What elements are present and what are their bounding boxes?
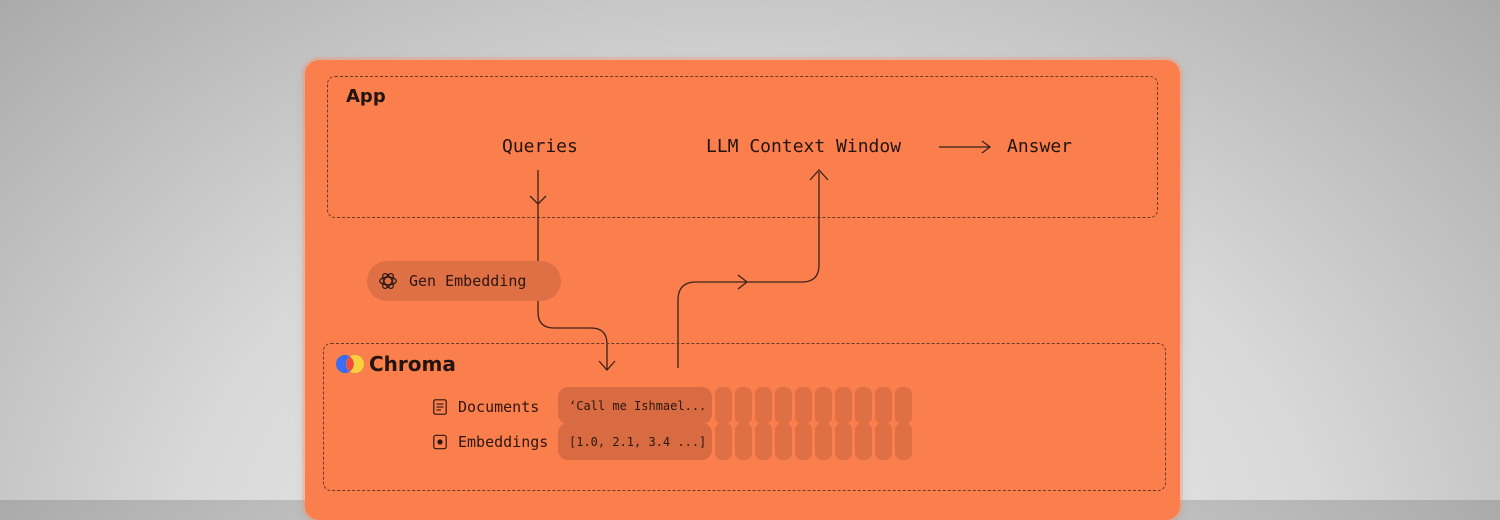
document-cell (755, 387, 772, 424)
document-cell (735, 387, 752, 424)
queries-label: Queries (502, 136, 578, 157)
document-cell (795, 387, 812, 424)
architecture-card: App Queries LLM Context Window Answer (305, 60, 1180, 520)
embedding-cell (815, 423, 832, 460)
embedding-cell (775, 423, 792, 460)
query-flow-arrow (529, 170, 616, 371)
embedding-cell (755, 423, 772, 460)
embedding-cell (875, 423, 892, 460)
document-value-cell: ‘Call me Ishmael... (558, 387, 712, 424)
embeddings-label: Embeddings (458, 433, 549, 451)
openai-logo-icon (379, 273, 397, 289)
gen-embedding-label: Gen Embedding (409, 272, 527, 290)
embedding-cell (795, 423, 812, 460)
answer-label: Answer (1007, 136, 1073, 157)
result-flow-arrow (677, 169, 829, 368)
document-cell (715, 387, 732, 424)
embedding-cell (895, 423, 912, 460)
embedding-dot-icon (433, 434, 447, 450)
embedding-value-cell: [1.0, 2.1, 3.4 ...] (558, 423, 712, 460)
embedding-cell (715, 423, 732, 460)
app-container: App (327, 76, 1158, 218)
chroma-title: Chroma (369, 352, 456, 376)
document-cell (875, 387, 892, 424)
chroma-logo-icon (336, 355, 364, 373)
context-window-label: LLM Context Window (706, 136, 902, 157)
documents-label: Documents (458, 398, 540, 416)
app-title: App (346, 86, 386, 107)
flow-connectors (529, 140, 992, 371)
embedding-cell (855, 423, 872, 460)
answer-arrow (939, 140, 992, 154)
document-icon (433, 399, 447, 415)
gen-embedding-pill: Gen Embedding (367, 261, 561, 301)
document-cell (835, 387, 852, 424)
document-cell (775, 387, 792, 424)
chroma-container: Chroma (323, 343, 1166, 491)
embedding-cell (735, 423, 752, 460)
document-cell (855, 387, 872, 424)
embedding-cell (835, 423, 852, 460)
document-cell (815, 387, 832, 424)
document-cell (895, 387, 912, 424)
